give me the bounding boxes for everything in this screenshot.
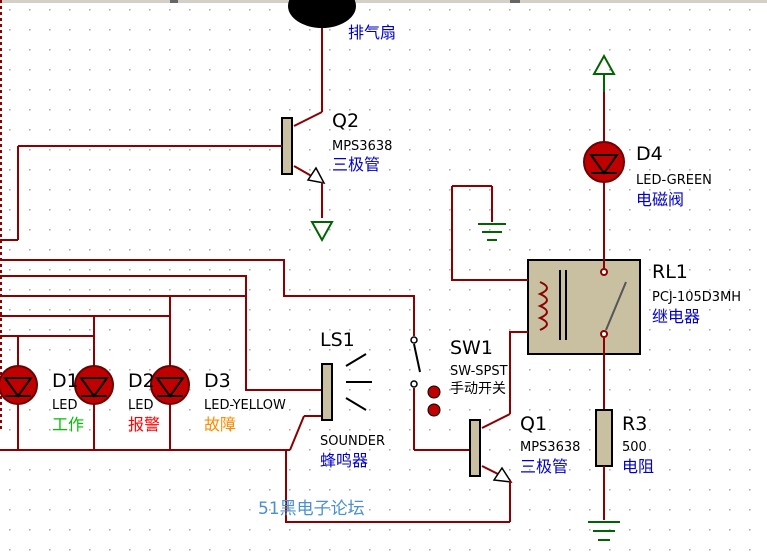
watermark-text: 51黑电子论坛 <box>258 499 365 519</box>
transistor-q2-symbol[interactable] <box>18 60 326 218</box>
q1-desc: 三极管 <box>520 457 568 476</box>
d1-value: LED <box>52 398 77 413</box>
rl1-value: PCJ-105D3MH <box>652 290 741 305</box>
switch-sw1-symbol[interactable] <box>410 330 470 451</box>
rl1-desc: 继电器 <box>652 307 700 326</box>
rl1-ref: RL1 <box>652 261 688 283</box>
led-d4-symbol[interactable] <box>583 92 625 268</box>
d4-desc: 电磁阀 <box>636 190 684 209</box>
d1-desc: 工作 <box>52 415 84 434</box>
d2-value: LED <box>128 398 153 413</box>
left-wires <box>0 146 415 451</box>
sounder-ls1-symbol[interactable] <box>321 353 372 421</box>
led-d3-symbol[interactable] <box>150 365 190 405</box>
ls1-ref: LS1 <box>320 329 355 351</box>
fan-symbol[interactable] <box>288 0 356 60</box>
window-edge <box>0 0 767 430</box>
d3-desc: 故障 <box>204 415 236 434</box>
q2-desc: 三极管 <box>332 155 380 174</box>
sw1-ref: SW1 <box>450 337 493 359</box>
sw1-value: SW-SPST <box>450 364 508 379</box>
d3-value: LED-YELLOW <box>204 398 286 413</box>
q1-value: MPS3638 <box>520 440 580 455</box>
r3-ref: R3 <box>622 413 647 435</box>
ls1-value: SOUNDER <box>320 434 385 449</box>
q2-ref: Q2 <box>332 110 359 132</box>
q2-value: MPS3638 <box>332 139 392 154</box>
r3-desc: 电阻 <box>622 457 654 476</box>
resistor-r3-symbol[interactable] <box>595 338 613 520</box>
d2-ref: D2 <box>128 370 155 392</box>
ground-r3 <box>588 521 620 541</box>
transistor-q1-symbol[interactable] <box>469 380 513 522</box>
q1-ref: Q1 <box>520 413 547 435</box>
led-d2-symbol[interactable] <box>74 365 114 405</box>
bottom-wires <box>285 450 510 523</box>
ground-relay <box>478 223 506 241</box>
sw1-desc: 手动开关 <box>450 381 506 397</box>
relay-rl1-symbol[interactable] <box>451 185 641 380</box>
d3-ref: D3 <box>204 370 231 392</box>
d4-ref: D4 <box>636 143 663 165</box>
ground-q2 <box>310 221 334 243</box>
r3-value: 500 <box>622 440 647 455</box>
d4-value: LED-GREEN <box>636 173 712 188</box>
d2-desc: 报警 <box>128 415 160 434</box>
ls1-desc: 蜂鸣器 <box>320 451 368 470</box>
led-d1-symbol[interactable] <box>0 365 38 405</box>
power-arrow <box>592 53 616 92</box>
d1-ref: D1 <box>52 370 79 392</box>
fan-label: 排气扇 <box>348 23 396 42</box>
